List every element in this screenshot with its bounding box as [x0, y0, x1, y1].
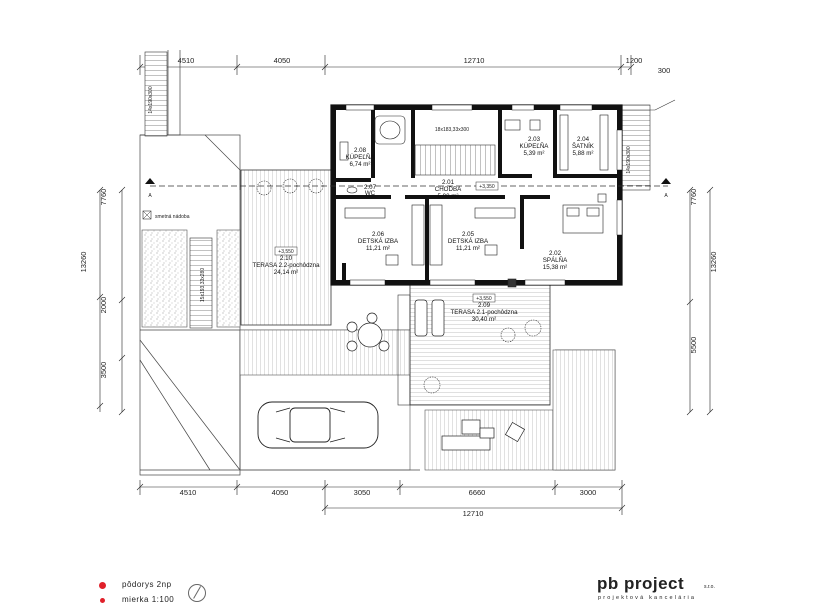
north-arrow-icon	[188, 584, 206, 602]
room-2-02-name: SPÁLŇA	[543, 257, 568, 264]
room-2-03: 2.03 KÚPEĽŇA 5,39 m²	[520, 136, 550, 157]
room-2-09: 2.09 TERASA 2.1-pochôdzna 30,40 m²	[450, 302, 518, 323]
room-2-06-num: 2.06	[372, 231, 385, 238]
dim-top-4: 1200	[626, 56, 643, 65]
level-corridor-text: +3,350	[479, 184, 495, 190]
room-2-08-name: KÚPEĽŇA	[346, 154, 376, 161]
stairs-top-left	[144, 51, 168, 137]
deck-lower-east	[552, 349, 616, 471]
room-2-07: 2.07 WC	[364, 184, 377, 197]
dim-bottom-total: 12710	[463, 509, 484, 518]
bin-icon	[142, 210, 152, 220]
room-2-08-area: 6,74 m²	[350, 161, 371, 168]
room-2-01-num: 2.01	[442, 179, 455, 186]
section-marker-right: A	[661, 178, 671, 199]
room-2-03-num: 2.03	[528, 136, 541, 143]
room-2-07-num: 2.07	[364, 184, 377, 191]
dining-set	[346, 312, 390, 352]
room-2-09-num: 2.09	[478, 302, 491, 309]
dim-bottom-4: 6660	[469, 488, 486, 497]
dimension-lines	[96, 55, 714, 515]
deck-lower-left	[239, 329, 411, 376]
bin-label: smetná nádoba	[155, 214, 190, 220]
sun-loungers	[414, 299, 445, 337]
room-2-10-num: 2.10	[280, 255, 293, 262]
level-terrace-2-2-text: +3,550	[278, 249, 294, 255]
room-2-10: 2.10 TERASA 2.2-pochôdzna 24,14 m²	[252, 255, 320, 276]
section-marker-left-label: A	[148, 193, 152, 199]
dim-left-1: 7760	[99, 189, 108, 206]
dim-top-5: 300	[658, 66, 671, 75]
room-2-02: 2.02 SPÁLŇA 15,38 m²	[543, 250, 568, 271]
legend-dot-small	[100, 598, 105, 603]
room-2-10-name: TERASA 2.2-pochôdzna	[252, 262, 320, 269]
stairs-right	[621, 104, 651, 191]
section-marker-left: A	[145, 178, 155, 199]
gravel-bed-left	[141, 229, 188, 328]
dim-top-2: 4050	[274, 56, 291, 65]
central-stairs	[414, 144, 496, 176]
stairs-mid-left-label: 15x193,33x280	[200, 268, 206, 302]
room-2-04-name: ŠATNÍK	[572, 143, 595, 150]
room-2-05: 2.05 DETSKÁ IZBA 11,21 m²	[448, 231, 489, 252]
level-marker-corridor: +3,350	[475, 181, 499, 191]
dim-left-3: 2000	[99, 297, 108, 314]
room-2-02-num: 2.02	[549, 250, 562, 257]
central-stairs-label: 18x183,33x300	[435, 127, 469, 133]
dim-left-2: 13260	[79, 252, 88, 273]
room-2-07-name: WC	[365, 190, 376, 197]
room-2-09-area: 30,40 m²	[472, 316, 496, 323]
lounge-furniture	[441, 419, 526, 451]
dim-bottom-2: 4050	[272, 488, 289, 497]
room-2-02-area: 15,38 m²	[543, 264, 567, 271]
room-2-05-name: DETSKÁ IZBA	[448, 238, 489, 245]
dim-top-1: 4510	[178, 56, 195, 65]
room-2-08: 2.08 KÚPEĽŇA 6,74 m²	[346, 147, 376, 168]
car-icon	[257, 401, 379, 449]
dim-right-2: 13260	[709, 252, 718, 273]
legend-dot	[99, 582, 106, 589]
legend-title: pôdorys 2np	[122, 580, 172, 589]
dim-bottom-3: 3050	[354, 488, 371, 497]
dim-right-1: 7760	[689, 189, 698, 206]
room-2-06-name: DETSKÁ IZBA	[358, 238, 399, 245]
dim-bottom-5: 3000	[580, 488, 597, 497]
stairs-mid-left	[189, 237, 213, 329]
level-marker-terrace-2-1: +3,550	[472, 293, 496, 303]
brand-tagline: projektová kancelária	[598, 595, 697, 601]
room-2-03-name: KÚPEĽŇA	[520, 143, 550, 150]
room-2-04-area: 5,88 m²	[573, 150, 594, 157]
interior-furniture	[339, 114, 609, 288]
section-marker-right-label: A	[664, 193, 668, 199]
brand-suffix: s.r.o.	[704, 584, 715, 590]
room-2-05-num: 2.05	[462, 231, 475, 238]
room-2-03-area: 5,39 m²	[524, 150, 545, 157]
legend-scale: mierka 1:100	[122, 595, 175, 604]
room-2-06: 2.06 DETSKÁ IZBA 11,21 m²	[358, 231, 399, 252]
dim-top-3: 12710	[464, 56, 485, 65]
dim-left-4: 3500	[99, 362, 108, 379]
room-2-05-area: 11,21 m²	[456, 245, 480, 252]
room-2-10-area: 24,14 m²	[274, 269, 298, 276]
room-2-09-name: TERASA 2.1-pochôdzna	[450, 309, 518, 316]
room-2-08-num: 2.08	[354, 147, 367, 154]
dim-right-3: 5500	[689, 337, 698, 354]
room-2-04: 2.04 ŠATNÍK 5,88 m²	[572, 136, 595, 157]
level-marker-terrace-2-2: +3,550	[274, 246, 298, 256]
stairs-right-label: 14x190x300	[626, 146, 632, 173]
room-2-06-area: 11,21 m²	[366, 245, 390, 252]
stairs-top-left-label: 14x190x300	[148, 86, 154, 113]
dim-bottom-1: 4510	[180, 488, 197, 497]
level-terrace-2-1-text: +3,550	[476, 296, 492, 302]
brand-name: pb project	[597, 574, 685, 593]
terrace-2-1-plants	[423, 319, 542, 394]
room-2-01-name: CHODBA	[435, 186, 462, 193]
room-2-04-num: 2.04	[577, 136, 590, 143]
gravel-bed-right	[216, 229, 241, 328]
room-2-01: 2.01 CHODBA 5,90 m²	[435, 179, 462, 200]
room-2-01-area: 5,90 m²	[438, 193, 459, 200]
